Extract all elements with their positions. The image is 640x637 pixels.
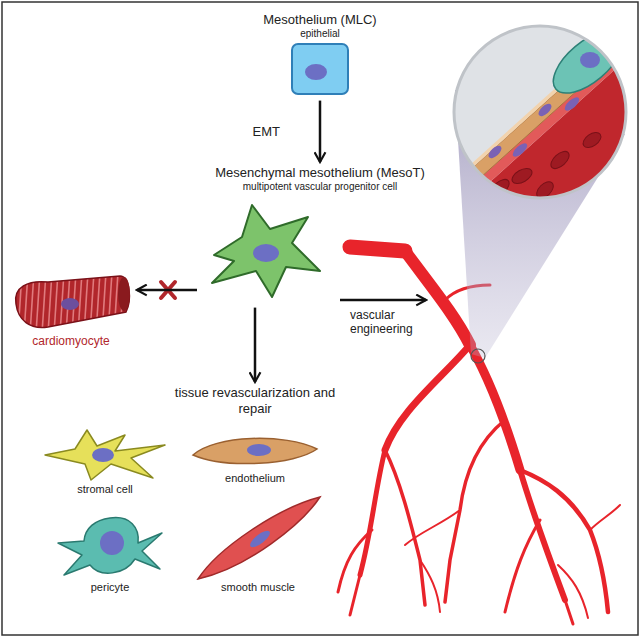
pericyte-cell-shape bbox=[50, 503, 170, 581]
connector-arrow bbox=[319, 101, 322, 162]
cardiomyocyte-cell-shape bbox=[8, 272, 134, 334]
progenitor-cell-shape bbox=[200, 193, 440, 305]
cardiomyocyte-cell: cardiomyocyte bbox=[8, 272, 134, 348]
zoom-circle bbox=[454, 26, 626, 198]
node-title: Mesothelium (MLC) bbox=[220, 12, 420, 28]
stromal-cell: stromal cell bbox=[35, 425, 175, 496]
endothelial-cell: endothelium bbox=[185, 427, 325, 485]
node-subtitle: epithelial bbox=[220, 28, 420, 40]
node-title: smooth muscle bbox=[188, 581, 328, 594]
connector-arrow bbox=[254, 308, 257, 382]
epithelial-cell: Mesothelium (MLC)epithelial bbox=[220, 12, 420, 98]
smooth-muscle-cell: smooth muscle bbox=[188, 493, 328, 594]
endothelial-cell-shape bbox=[185, 427, 325, 472]
node-title: endothelium bbox=[185, 472, 325, 485]
epithelial-cell-shape bbox=[220, 40, 420, 98]
arrow-label: vascular engineering bbox=[350, 308, 438, 337]
node-title: pericyte bbox=[50, 581, 170, 594]
node-title: cardiomyocyte bbox=[8, 334, 134, 348]
stromal-cell-shape bbox=[35, 425, 175, 483]
node-title: Mesenchymal mesothelium (MesoT) bbox=[200, 165, 440, 181]
cell-group: tissue revascularization and repair strom… bbox=[20, 385, 365, 620]
arrow bbox=[340, 299, 426, 302]
zoom-spot bbox=[471, 349, 485, 363]
edge-label: EMT bbox=[253, 124, 280, 140]
vessel-wall-detail bbox=[440, 12, 640, 230]
node-title: tissue revascularization and repair bbox=[170, 385, 340, 416]
node-subtitle: multipotent vascular progenitor cell bbox=[200, 181, 440, 193]
node-title: stromal cell bbox=[35, 483, 175, 496]
smooth-muscle-cell-shape bbox=[188, 493, 328, 581]
connector-arrow bbox=[137, 289, 197, 292]
pericyte-cell: pericyte bbox=[50, 503, 170, 594]
progenitor-cell: Mesenchymal mesothelium (MesoT)multipote… bbox=[200, 165, 440, 305]
